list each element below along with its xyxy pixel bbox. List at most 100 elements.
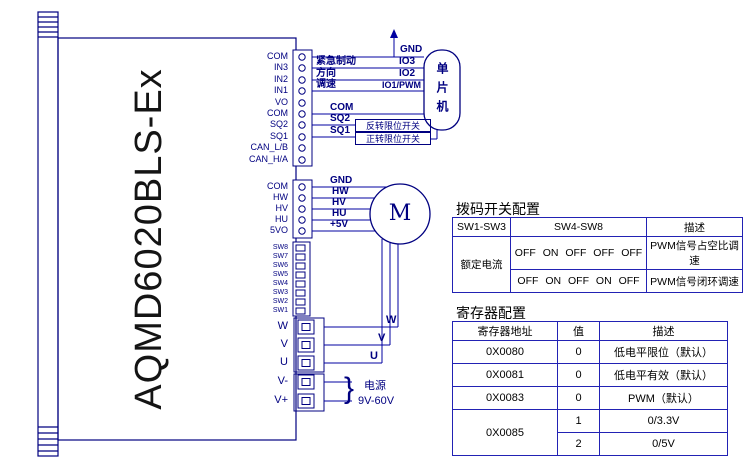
dip-col-desc-header: 描述 — [646, 217, 743, 237]
pin-hu: HU — [275, 214, 288, 224]
reg-val-cell: 0 — [557, 340, 600, 364]
pin-sw8: SW8 — [272, 244, 288, 251]
signal-io3-label: IO3 — [399, 56, 416, 67]
hall-hw-label: HW — [332, 186, 349, 197]
signal-brake-label: 紧急制动 — [316, 56, 356, 67]
reg-desc-cell: 低电平有效（默认） — [599, 363, 728, 387]
reg-val-cell: 2 — [557, 432, 600, 456]
pin-v-minus: V- — [277, 375, 288, 387]
reg-col-val-header: 值 — [557, 321, 600, 341]
mcu-block-label: 单片机 — [435, 62, 449, 119]
reg-row-0x0081: 0X0081 0 低电平有效（默认） — [452, 363, 728, 387]
reg-header-row: 寄存器地址 值 描述 — [452, 321, 728, 341]
reg-row-0x0085-1: 0X0085 1 0/3.3V — [452, 409, 728, 456]
limit-sq2-label: SQ2 — [330, 113, 351, 124]
mcu-outline — [423, 49, 461, 131]
signal-speed-label: 调速 — [316, 79, 336, 90]
pin-w: W — [277, 320, 288, 332]
pin-u: U — [280, 356, 288, 368]
signal-wires — [312, 36, 424, 92]
signal-gnd-label: GND — [400, 44, 423, 55]
pin-v: V — [280, 338, 288, 350]
pin-in2: IN2 — [273, 74, 288, 84]
terminal-strip-hall — [292, 179, 313, 239]
pin-canl: CAN_L/B — [250, 142, 288, 152]
reg-val-cell: 0 — [557, 363, 600, 387]
terminal-block-supply — [293, 373, 325, 412]
terminal-block-phase — [293, 317, 325, 373]
reg-row-0x0083: 0X0083 0 PWM（默认） — [452, 386, 728, 410]
dip-switch-block — [292, 241, 311, 317]
pin-com-3: COM — [267, 181, 288, 191]
phase-u-label: U — [370, 350, 378, 362]
reg-addr-cell: 0X0083 — [452, 386, 558, 410]
phase-wires — [324, 239, 399, 364]
hall-5v-label: +5V — [330, 219, 349, 230]
pin-sw7: SW7 — [272, 253, 288, 260]
pin-sw5: SW5 — [272, 271, 288, 278]
reg-row-0x0085-2: 2 0/5V — [453, 432, 728, 456]
reg-desc-cell: 0/3.3V — [599, 409, 728, 433]
power-brace: } — [344, 372, 355, 405]
dip-setting-cell: OFF ON OFF OFF OFF — [510, 236, 647, 270]
pin-sw3: SW3 — [272, 289, 288, 296]
hall-hv-label: HV — [332, 197, 346, 208]
dip-header-row: SW1-SW3 SW4-SW8 描述 — [452, 217, 743, 237]
gnd-arrow-icon — [390, 29, 398, 38]
signal-io1-pwm-label: IO1/PWM — [382, 80, 422, 90]
pin-canh: CAN_H/A — [248, 154, 288, 164]
hall-hu-label: HU — [332, 208, 347, 219]
signal-direction-label: 方向 — [316, 68, 336, 79]
reg-desc-cell: 低电平限位（默认） — [599, 340, 728, 364]
device-model-label: AQMD6020BLS-Ex — [128, 68, 170, 410]
reg-addr-cell: 0X0081 — [452, 363, 558, 387]
pin-hw: HW — [273, 192, 288, 202]
dip-table-title: 拨码开关配置 — [456, 201, 540, 217]
dip-config-table: SW1-SW3 SW4-SW8 描述 额定电流 OFF ON OFF OFF O… — [452, 217, 743, 293]
reg-addr-cell: 0X0085 — [452, 409, 558, 456]
heatsink — [37, 11, 59, 457]
signal-io2-label: IO2 — [399, 68, 416, 79]
dip-col-sw13-header: SW1-SW3 — [452, 217, 511, 237]
pin-sw2: SW2 — [272, 298, 288, 305]
pin-com-2: COM — [267, 108, 288, 118]
motor-symbol: M — [388, 201, 412, 226]
power-label: 电源 — [364, 380, 386, 392]
reg-col-addr-header: 寄存器地址 — [452, 321, 558, 341]
pin-v-plus: V+ — [274, 394, 288, 406]
reg-val-cell: 1 — [557, 409, 600, 433]
dip-desc-cell: PWM信号闭环调速 — [646, 269, 743, 293]
dip-desc-cell: PWM信号占空比调速 — [646, 236, 743, 270]
forward-limit-switch-box: 正转限位开关 — [355, 132, 431, 145]
pin-vo: VO — [274, 97, 288, 107]
reg-row-0x0080: 0X0080 0 低电平限位（默认） — [452, 340, 728, 364]
pin-sq2: SQ2 — [269, 119, 288, 129]
pin-sw6: SW6 — [272, 262, 288, 269]
power-range-label: 9V-60V — [358, 395, 395, 407]
pin-in3: IN3 — [273, 62, 288, 72]
dip-rated-current-cell: 额定电流 — [452, 236, 511, 293]
pin-sq1: SQ1 — [269, 131, 288, 141]
dip-setting-cell: OFF ON OFF ON OFF — [510, 269, 647, 293]
pin-sw4: SW4 — [272, 280, 288, 287]
reg-col-desc-header: 描述 — [599, 321, 728, 341]
hall-gnd-label: GND — [330, 175, 353, 186]
reg-val-cell: 0 — [557, 386, 600, 410]
pin-sw1: SW1 — [272, 307, 288, 314]
reg-table-title: 寄存器配置 — [456, 305, 526, 321]
hall-wires — [312, 186, 387, 232]
dip-row-2: OFF ON OFF ON OFF PWM信号闭环调速 — [453, 269, 743, 293]
terminal-strip-signal — [292, 49, 313, 167]
reg-addr-cell: 0X0080 — [452, 340, 558, 364]
reg-desc-cell: 0/5V — [599, 432, 728, 456]
pin-5vo: 5VO — [269, 225, 288, 235]
phase-w-label: W — [386, 314, 397, 326]
supply-wires — [324, 381, 352, 402]
motor-circle — [369, 183, 431, 245]
pin-in1: IN1 — [273, 85, 288, 95]
register-config-table: 寄存器地址 值 描述 0X0080 0 低电平限位（默认） 0X0081 0 低… — [452, 321, 728, 456]
limit-sq1-label: SQ1 — [330, 125, 351, 136]
device-body — [57, 37, 297, 441]
